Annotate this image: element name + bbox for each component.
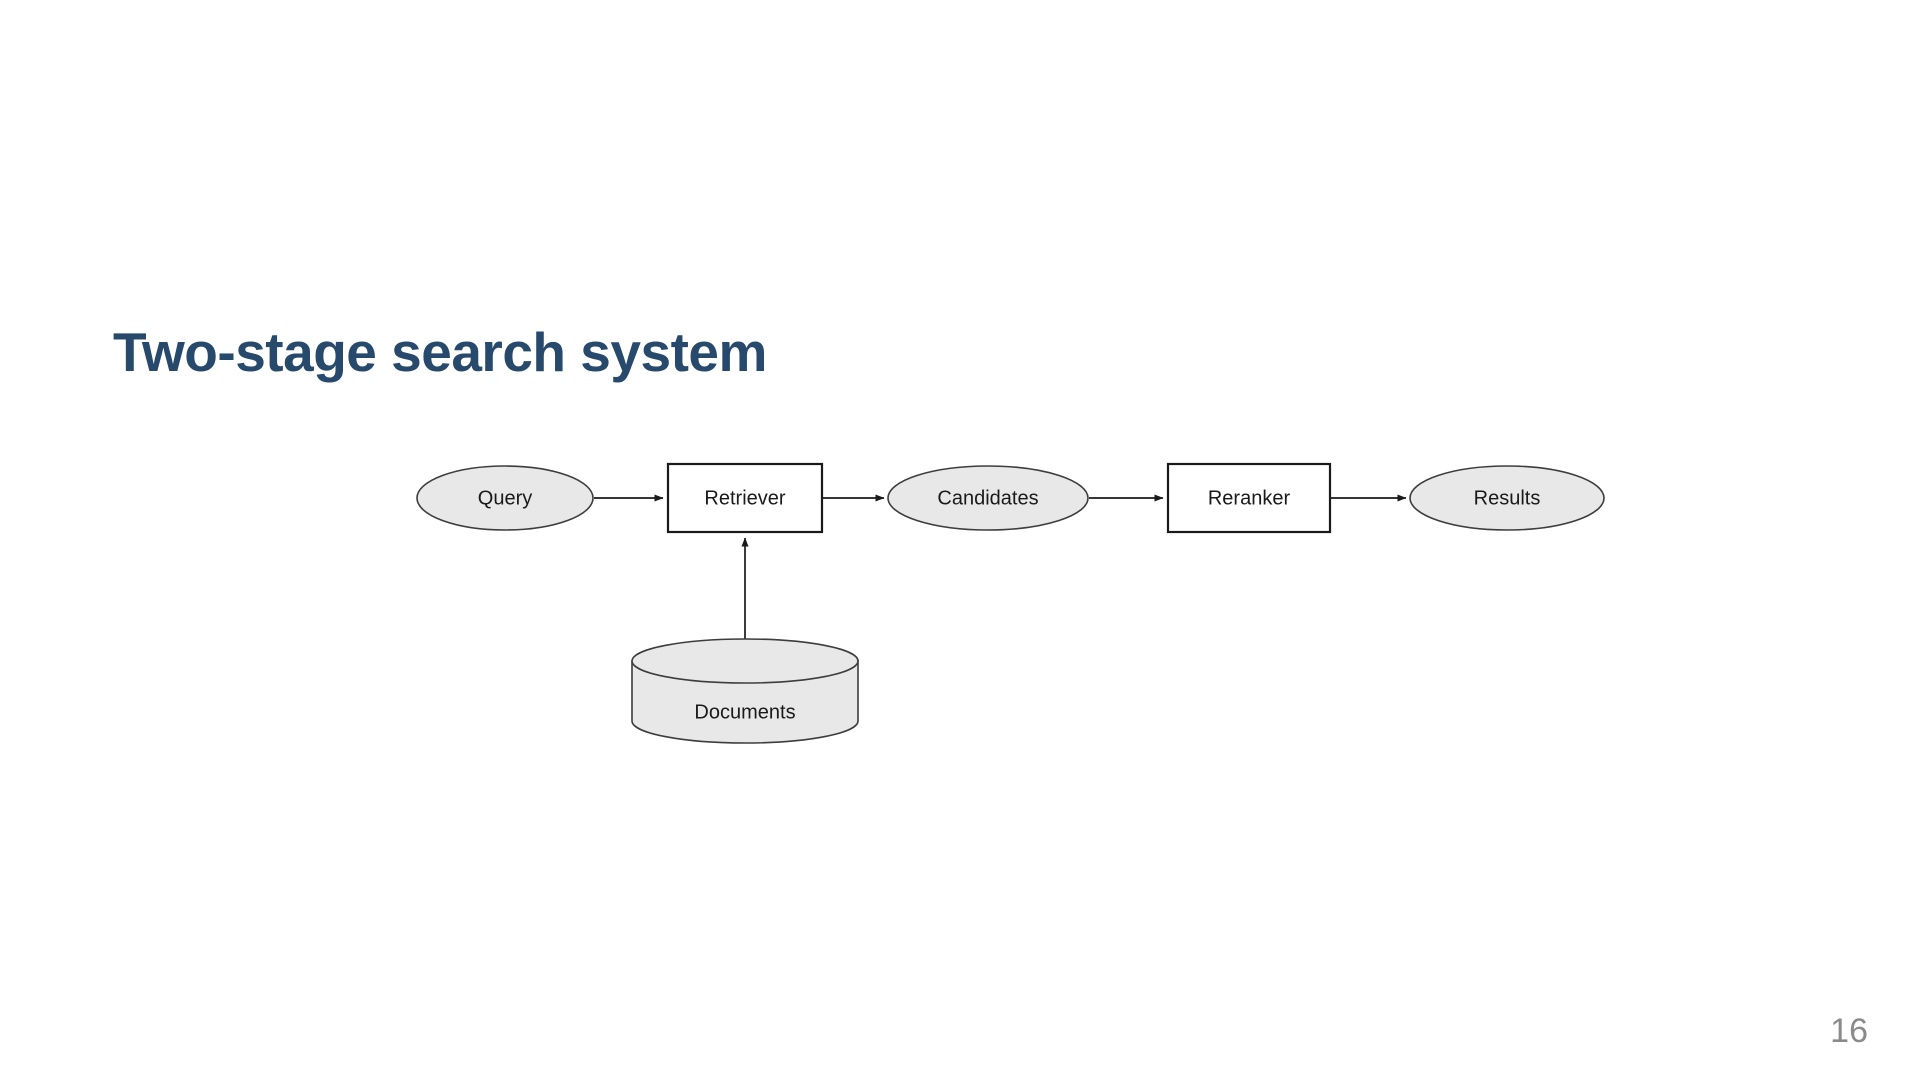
node-label: Reranker: [1208, 487, 1291, 509]
node-query[interactable]: Query: [416, 465, 594, 531]
rect-shape: [666, 462, 824, 534]
ellipse-shape: [887, 465, 1089, 531]
node-label: Retriever: [704, 487, 785, 509]
ellipse-shape: [1409, 465, 1605, 531]
node-reranker[interactable]: Reranker: [1166, 462, 1332, 534]
rect-shape: [1166, 462, 1332, 534]
ellipse-shape: [416, 465, 594, 531]
page-number: 16: [1830, 1012, 1868, 1050]
node-candidates[interactable]: Candidates: [887, 465, 1089, 531]
node-documents[interactable]: Documents: [631, 638, 859, 744]
page-title: Two-stage search system: [113, 321, 767, 383]
node-label: Results: [1474, 487, 1541, 509]
node-label: Candidates: [937, 487, 1038, 509]
cylinder-top: [631, 638, 859, 684]
node-label: Query: [478, 487, 532, 509]
cylinder-body: [631, 660, 859, 744]
node-label: Documents: [694, 701, 795, 723]
node-results[interactable]: Results: [1409, 465, 1605, 531]
node-retriever[interactable]: Retriever: [666, 462, 824, 534]
